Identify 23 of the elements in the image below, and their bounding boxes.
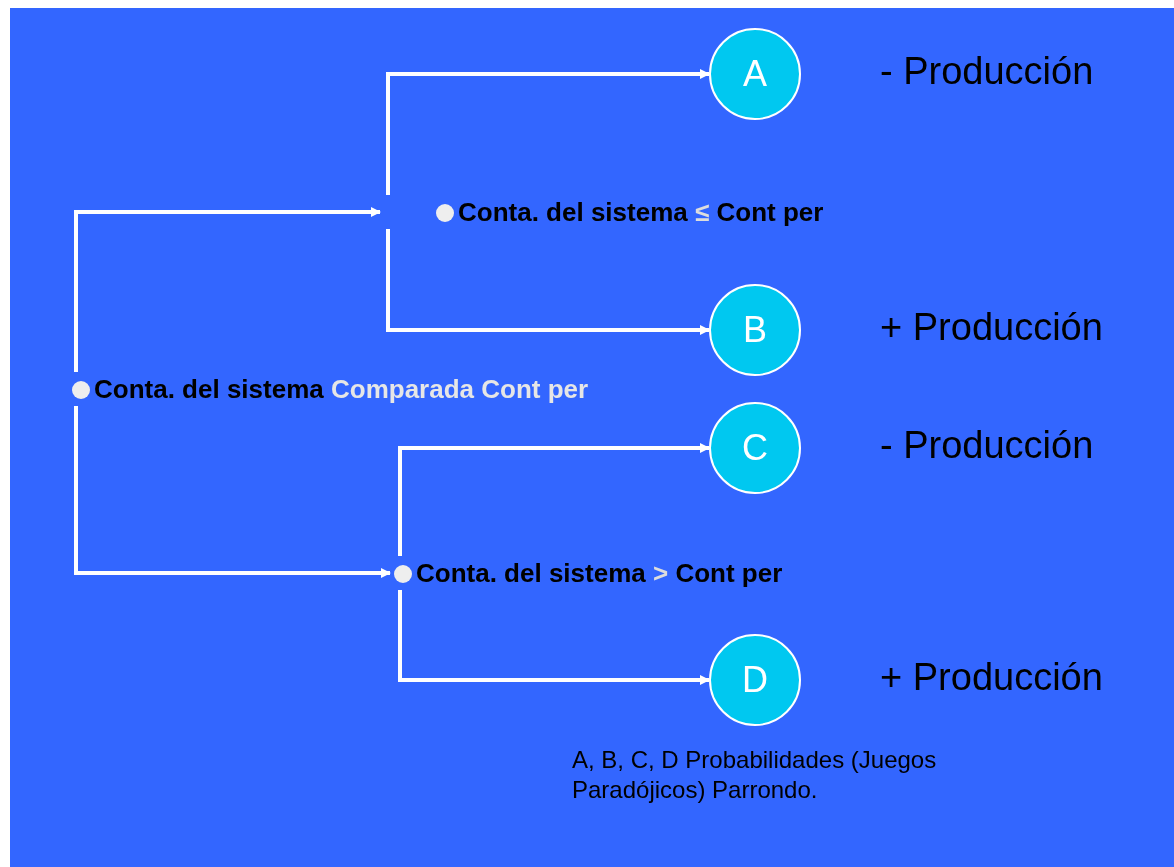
production-label: - Producción: [880, 50, 1094, 93]
production-label: - Producción: [880, 424, 1094, 467]
outcome-letter: C: [742, 427, 768, 469]
arrow: [398, 590, 710, 685]
arrow: [398, 443, 710, 556]
arrow: [74, 406, 391, 578]
outcome-letter: A: [743, 53, 767, 95]
condition-text-part: >: [652, 558, 669, 588]
arrow: [74, 207, 381, 372]
outcome-letter: D: [742, 659, 768, 701]
outcome-letter: B: [743, 309, 767, 351]
condition-text-part: Conta. del sistema: [416, 558, 646, 588]
condition-text-part: ≤: [694, 197, 710, 227]
production-label: + Producción: [880, 306, 1103, 349]
production-label: + Producción: [880, 656, 1103, 699]
note-text: A, B, C, D Probabilidades (Juegos Paradójicos) Parrondo.: [572, 745, 938, 805]
condition-text-part: Cont per: [716, 197, 824, 227]
condition-text-part: Conta. del sistema: [458, 197, 688, 227]
condition-text-part: Comparada Cont per: [330, 374, 589, 404]
arrow: [386, 229, 710, 335]
condition-text-part: Cont per: [675, 558, 783, 588]
arrow: [386, 69, 710, 195]
condition-text-part: Conta. del sistema: [94, 374, 324, 404]
